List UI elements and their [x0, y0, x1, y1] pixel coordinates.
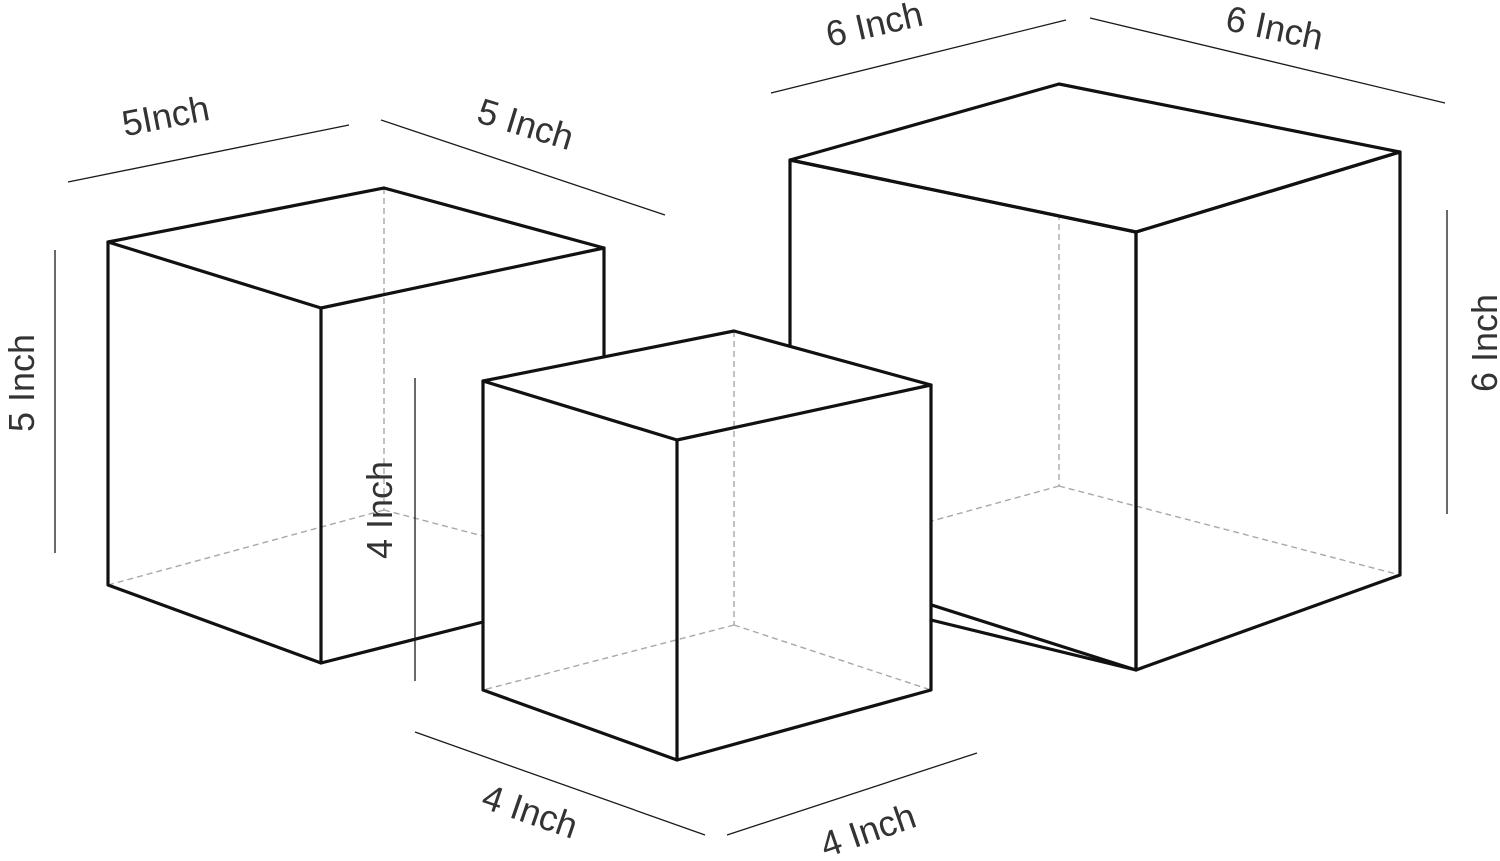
- dim-line-6-top-right: [1089, 17, 1446, 104]
- dim-line-6-top-left: [770, 19, 1067, 94]
- cube-6-front-right-face: [1134, 150, 1402, 672]
- label-5-height: 5 Inch: [1, 334, 42, 432]
- cube-4-right-face: [675, 383, 933, 762]
- dim-line-4-bottom-left: [414, 731, 706, 836]
- cube-5-top-face: [106, 186, 606, 310]
- dim-line-5-top-left: [67, 124, 350, 183]
- cube-5-left-edge: [106, 240, 323, 665]
- label-6-height: 6 Inch: [1464, 294, 1500, 392]
- label-6-top-right: 6 Inch: [1222, 0, 1326, 58]
- label-5-top-right: 5 Inch: [473, 90, 579, 158]
- dimension-lines: [54, 17, 1448, 836]
- cube-4-left-face: [481, 379, 679, 762]
- label-6-top-left: 6 Inch: [822, 0, 927, 55]
- cube-6-bottom-left-edge: [929, 618, 1138, 672]
- cube-4-occluder: [483, 331, 931, 760]
- label-4-bottom-right: 4 Inch: [815, 795, 921, 861]
- dim-line-5-top-right: [380, 119, 666, 216]
- cube-4-hidden-edges: [482, 331, 932, 691]
- dim-line-4-bottom-right: [726, 752, 978, 836]
- label-5-top-left: 5Inch: [118, 87, 212, 144]
- cube-6-top-face: [788, 82, 1402, 234]
- label-4-height: 4 Inch: [359, 461, 400, 559]
- cube-4-inch: [481, 329, 933, 762]
- cube-5-bottom-right-edge: [319, 620, 485, 665]
